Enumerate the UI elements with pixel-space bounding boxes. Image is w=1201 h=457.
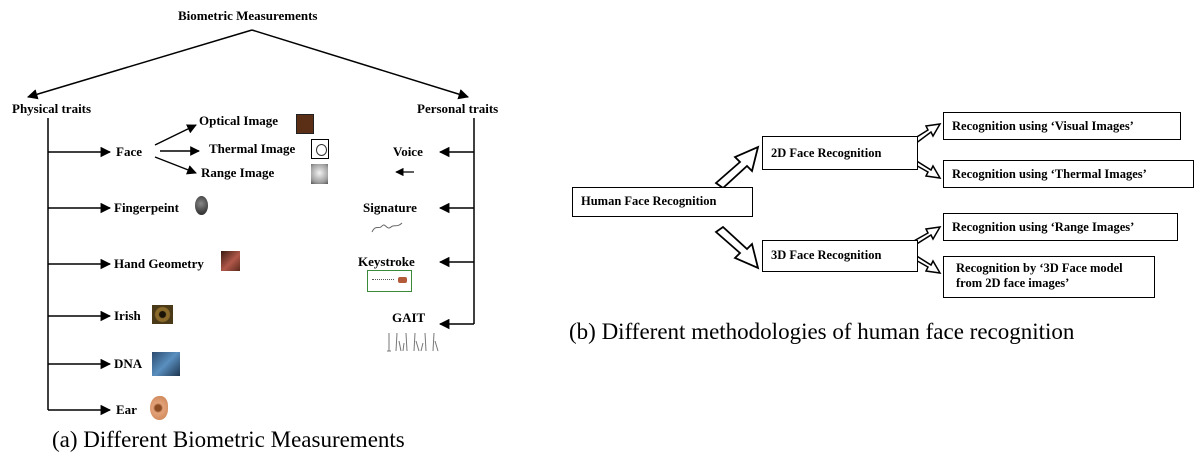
optical-face-thumbnail bbox=[296, 114, 314, 134]
arrow-optical bbox=[154, 124, 197, 146]
face-optical-image: Optical Image bbox=[199, 113, 279, 128]
signature-thumbnail bbox=[371, 222, 403, 233]
box-thermal-images: Recognition using ‘Thermal Images’ bbox=[943, 160, 1194, 188]
box-range-images: Recognition using ‘Range Images’ bbox=[943, 213, 1178, 241]
trait-irish: Irish bbox=[114, 308, 141, 323]
fingerprint-thumbnail bbox=[195, 196, 208, 215]
split-arrow-personal bbox=[251, 29, 470, 100]
hollow-arrow-3d bbox=[714, 225, 760, 270]
face-range-image: Range Image bbox=[201, 165, 275, 180]
trait-voice: Voice bbox=[393, 144, 423, 159]
box-human-face-recognition: Human Face Recognition bbox=[572, 187, 753, 217]
trait-keystroke: Keystroke bbox=[358, 254, 415, 269]
face-thermal-image: Thermal Image bbox=[209, 141, 296, 156]
arrow-range bbox=[154, 156, 197, 175]
physical-traits-heading: Physical traits bbox=[12, 101, 92, 116]
biometric-title: Biometric Measurements bbox=[178, 8, 318, 23]
iris-thumbnail bbox=[152, 305, 173, 324]
split-arrow-physical bbox=[26, 29, 253, 100]
trait-face: Face bbox=[116, 144, 142, 159]
trait-signature: Signature bbox=[363, 200, 417, 215]
hand-thumbnail bbox=[221, 251, 240, 271]
gait-thumbnail bbox=[387, 332, 439, 352]
trait-gait: GAIT bbox=[392, 310, 426, 325]
ear-thumbnail bbox=[150, 396, 168, 420]
trait-fingerprint: Fingerpeint bbox=[114, 200, 179, 215]
trait-dna: DNA bbox=[114, 356, 143, 371]
box-visual-images: Recognition using ‘Visual Images’ bbox=[943, 112, 1181, 140]
dna-thumbnail bbox=[152, 352, 180, 376]
thermal-face-thumbnail bbox=[311, 139, 329, 159]
personal-traits-heading: Personal traits bbox=[417, 101, 499, 116]
range-face-thumbnail bbox=[311, 164, 328, 184]
trait-ear: Ear bbox=[116, 402, 137, 417]
caption-a: (a) Different Biometric Measurements bbox=[52, 427, 405, 452]
box-2d-face-recognition: 2D Face Recognition bbox=[762, 136, 918, 170]
keystroke-thumbnail bbox=[367, 270, 412, 292]
caption-b: (b) Different methodologies of human fac… bbox=[569, 319, 1075, 344]
box-3d-face-recognition: 3D Face Recognition bbox=[762, 240, 918, 272]
hollow-arrow-2d bbox=[714, 145, 760, 190]
box-3d-model: Recognition by ‘3D Face model from 2D fa… bbox=[943, 256, 1155, 298]
trait-hand-geometry: Hand Geometry bbox=[114, 256, 204, 271]
